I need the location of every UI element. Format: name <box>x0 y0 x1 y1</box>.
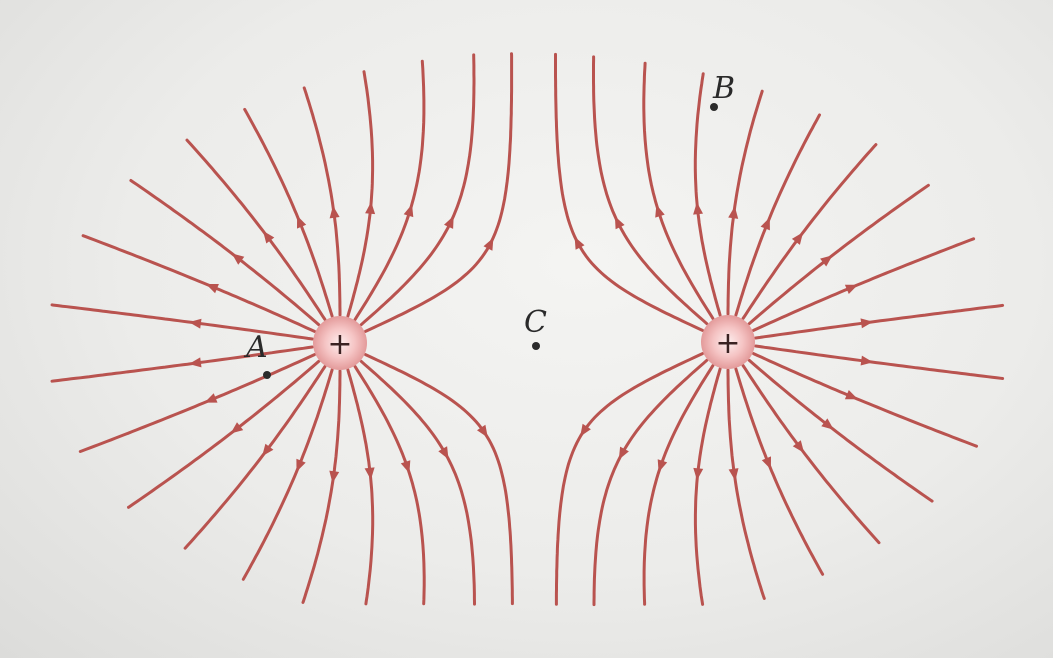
field-arrow-left-1 <box>438 446 449 460</box>
point-C-label: C <box>524 305 547 340</box>
field-line-left-0 <box>364 353 514 606</box>
field-lines <box>50 52 1005 607</box>
field-arrow-left-5 <box>296 458 306 472</box>
field-line-right-5 <box>734 367 825 576</box>
field-line-left-15 <box>302 86 342 317</box>
field-arrow-left-12 <box>231 253 245 265</box>
field-line-right-13 <box>741 143 878 320</box>
field-line-left-2 <box>353 365 426 606</box>
field-arrow-left-19 <box>483 237 494 251</box>
field-arrow-right-5 <box>761 456 771 470</box>
field-arrows <box>188 201 874 484</box>
charge-right-sign: + <box>715 326 740 361</box>
field-arrow-right-4 <box>728 468 739 481</box>
field-line-left-11 <box>81 234 316 333</box>
field-arrow-left-7 <box>230 422 244 434</box>
field-arrow-right-17 <box>655 204 665 218</box>
field-arrow-right-19 <box>574 236 585 250</box>
field-arrow-left-18 <box>444 215 454 229</box>
field-line-right-17 <box>642 61 715 320</box>
field-line-right-9 <box>754 344 1005 380</box>
field-arrow-right-11 <box>844 284 858 294</box>
point-A-dot <box>263 371 271 379</box>
charge-left: + <box>313 316 367 370</box>
field-line-left-3 <box>346 368 375 606</box>
field-arrow-right-18 <box>614 216 625 230</box>
field-arrow-left-8 <box>204 393 218 403</box>
field-line-right-7 <box>747 358 934 503</box>
field-arrow-right-13 <box>791 232 804 245</box>
field-arrow-right-2 <box>657 459 668 473</box>
field-line-left-14 <box>243 107 334 318</box>
field-line-right-11 <box>752 237 976 332</box>
field-line-right-4 <box>726 368 766 600</box>
point-B-dot <box>710 103 718 111</box>
field-line-left-1 <box>359 359 476 606</box>
field-line-left-6 <box>183 365 327 550</box>
field-arrow-right-16 <box>693 202 703 215</box>
field-line-right-12 <box>747 183 930 326</box>
field-line-left-8 <box>78 353 316 453</box>
field-line-right-6 <box>741 364 881 545</box>
point-A-label: A <box>243 330 268 365</box>
field-arrow-left-13 <box>263 230 275 244</box>
field-arrow-left-10 <box>188 318 202 329</box>
field-arrow-left-3 <box>364 467 375 480</box>
charge-right-body <box>701 315 755 369</box>
field-line-right-18 <box>592 55 709 326</box>
charge-left-sign: + <box>327 327 352 362</box>
field-line-left-10 <box>50 303 314 341</box>
field-arrow-right-8 <box>844 390 858 400</box>
field-line-left-19 <box>364 52 514 333</box>
field-line-right-1 <box>592 358 709 607</box>
field-line-left-16 <box>346 70 375 318</box>
field-line-right-10 <box>754 303 1005 340</box>
field-arrow-right-14 <box>760 217 770 231</box>
field-arrow-left-4 <box>329 470 340 484</box>
field-arrow-left-11 <box>205 284 219 294</box>
field-arrow-right-3 <box>693 467 704 481</box>
field-line-right-0 <box>554 352 704 606</box>
field-arrow-right-1 <box>618 446 629 460</box>
point-B-label: B <box>712 71 735 106</box>
field-line-left-4 <box>301 369 342 604</box>
field-line-right-16 <box>693 72 722 317</box>
point-C: C <box>524 305 547 350</box>
field-line-right-19 <box>554 52 704 332</box>
point-C-dot <box>532 342 540 350</box>
field-line-left-7 <box>127 359 321 509</box>
field-arrow-left-6 <box>262 443 274 457</box>
field-arrow-right-7 <box>821 418 834 430</box>
field-line-right-3 <box>693 367 722 606</box>
field-line-right-15 <box>726 89 764 316</box>
field-arrow-right-0 <box>580 423 591 437</box>
field-line-left-12 <box>129 179 321 327</box>
field-line-left-9 <box>50 345 314 383</box>
field-arrow-right-6 <box>792 440 805 453</box>
field-line-left-13 <box>185 138 327 321</box>
field-arrow-right-10 <box>860 318 874 329</box>
field-arrow-left-2 <box>400 460 411 474</box>
field-arrow-left-0 <box>477 424 488 438</box>
field-arrow-left-16 <box>365 201 376 215</box>
field-line-right-2 <box>642 364 715 606</box>
point-B: B <box>710 71 735 111</box>
field-arrow-left-17 <box>403 204 414 218</box>
field-arrow-left-14 <box>297 215 307 229</box>
field-line-right-14 <box>734 113 821 317</box>
field-line-left-5 <box>241 368 334 581</box>
field-arrow-right-9 <box>860 355 874 366</box>
field-line-left-18 <box>359 53 476 327</box>
field-line-left-17 <box>353 59 426 321</box>
charge-left-body <box>313 316 367 370</box>
field-line-right-8 <box>752 352 978 448</box>
field-arrow-left-15 <box>329 205 340 219</box>
field-arrow-left-9 <box>188 357 202 368</box>
field-arrow-right-15 <box>728 206 739 219</box>
field-arrow-right-12 <box>820 255 833 267</box>
charge-right: + <box>701 315 755 369</box>
point-A: A <box>243 330 271 379</box>
